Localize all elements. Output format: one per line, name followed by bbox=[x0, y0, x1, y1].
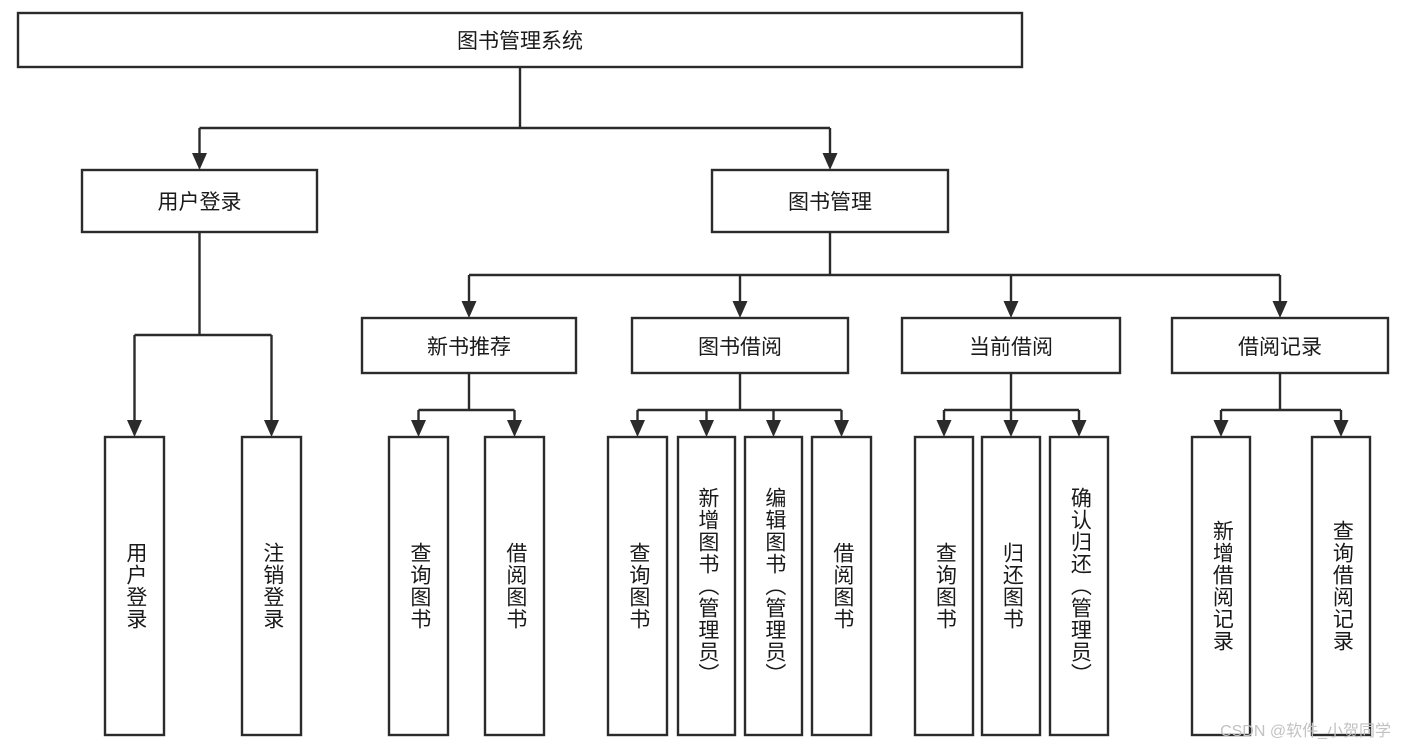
node-box-确认归还管理员[interactable] bbox=[1048, 435, 1110, 737]
arrow-icon-用户登录 bbox=[127, 420, 142, 437]
node-box-编辑图书管理员[interactable] bbox=[743, 435, 804, 737]
node-box-借阅图书[interactable] bbox=[810, 435, 873, 737]
node-box-借阅图书[interactable] bbox=[483, 435, 546, 737]
node-box-查询借阅记录[interactable] bbox=[1310, 435, 1372, 737]
arrow-icon-归还图书 bbox=[1003, 420, 1019, 437]
node-box-当前借阅[interactable] bbox=[900, 316, 1122, 375]
arrow-icon-新增图书管理员 bbox=[699, 420, 714, 437]
node-box-查询图书[interactable] bbox=[606, 435, 669, 737]
node-box-借阅记录[interactable] bbox=[1170, 316, 1390, 375]
node-box-用户登录[interactable] bbox=[103, 435, 166, 737]
arrow-icon-查询图书 bbox=[411, 420, 426, 437]
arrow-icon-编辑图书管理员 bbox=[766, 420, 781, 437]
arrow-icon-图书借阅 bbox=[732, 301, 748, 318]
node-box-图书管理[interactable] bbox=[710, 168, 950, 234]
arrow-icon-新增借阅记录 bbox=[1213, 420, 1229, 437]
node-box-用户登录[interactable] bbox=[80, 168, 319, 234]
arrow-icon-借阅记录 bbox=[1272, 301, 1288, 318]
arrow-icon-新书推荐 bbox=[461, 301, 477, 318]
node-box-新增图书管理员[interactable] bbox=[676, 435, 737, 737]
node-box-新增借阅记录[interactable] bbox=[1190, 435, 1252, 737]
connectors-layer bbox=[127, 67, 1349, 437]
node-box-查询图书[interactable] bbox=[913, 435, 975, 737]
arrow-icon-图书管理 bbox=[822, 153, 838, 170]
arrow-icon-当前借阅 bbox=[1003, 301, 1019, 318]
arrow-icon-注销登录 bbox=[264, 420, 279, 437]
node-box-图书管理系统[interactable] bbox=[16, 11, 1024, 69]
arrow-icon-查询图书 bbox=[936, 420, 952, 437]
boxes-layer bbox=[16, 11, 1390, 737]
arrow-icon-确认归还管理员 bbox=[1071, 420, 1087, 437]
arrow-icon-用户登录 bbox=[192, 153, 207, 170]
node-box-新书推荐[interactable] bbox=[360, 316, 578, 375]
node-box-归还图书[interactable] bbox=[980, 435, 1042, 737]
arrow-icon-查询图书 bbox=[630, 420, 645, 437]
arrow-icon-借阅图书 bbox=[834, 420, 849, 437]
node-box-查询图书[interactable] bbox=[387, 435, 450, 737]
node-box-注销登录[interactable] bbox=[240, 435, 303, 737]
node-box-图书借阅[interactable] bbox=[630, 316, 850, 375]
arrow-icon-查询借阅记录 bbox=[1333, 420, 1349, 437]
arrow-icon-借阅图书 bbox=[507, 420, 522, 437]
